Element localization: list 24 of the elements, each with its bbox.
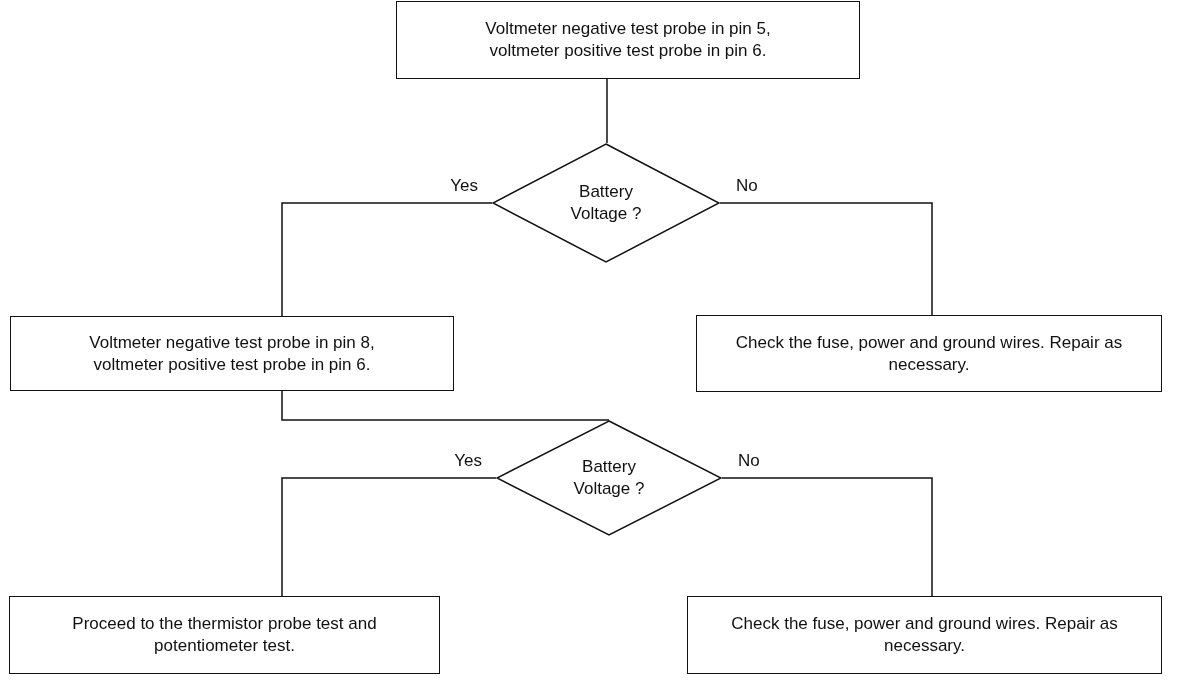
- node-text: Voltmeter negative test probe in pin 5, voltmeter positive test probe in pin 6.: [484, 18, 772, 62]
- connector-line: [721, 477, 933, 597]
- edge-label: Yes: [452, 452, 484, 469]
- edge-label: Yes: [448, 177, 480, 194]
- process-box: [696, 315, 1162, 392]
- node-text: Check the fuse, power and ground wires. Repair as necessary.: [730, 613, 1119, 657]
- decision-diamond: [496, 420, 722, 536]
- process-box: [9, 596, 440, 674]
- node-text: Proceed to the thermistor probe test and potentiometer test.: [71, 613, 378, 657]
- edge-label: No: [734, 177, 760, 194]
- connector-line: [281, 202, 493, 317]
- connector-line: [281, 390, 610, 421]
- process-box: [396, 1, 860, 79]
- edge-label: No: [736, 452, 762, 469]
- connector-line: [281, 477, 497, 597]
- connector-line: [606, 78, 608, 144]
- node-text: Check the fuse, power and ground wires. Repair as necessary.: [734, 331, 1124, 376]
- decision-diamond: [492, 143, 720, 263]
- node-text: Battery Voltage ?: [569, 181, 643, 225]
- connector-line: [719, 202, 933, 316]
- process-box: [10, 316, 454, 391]
- node-text: Voltmeter negative test probe in pin 8, voltmeter positive test probe in pin 6.: [88, 331, 376, 376]
- node-text: Battery Voltage ?: [572, 456, 646, 500]
- process-box: [687, 596, 1162, 674]
